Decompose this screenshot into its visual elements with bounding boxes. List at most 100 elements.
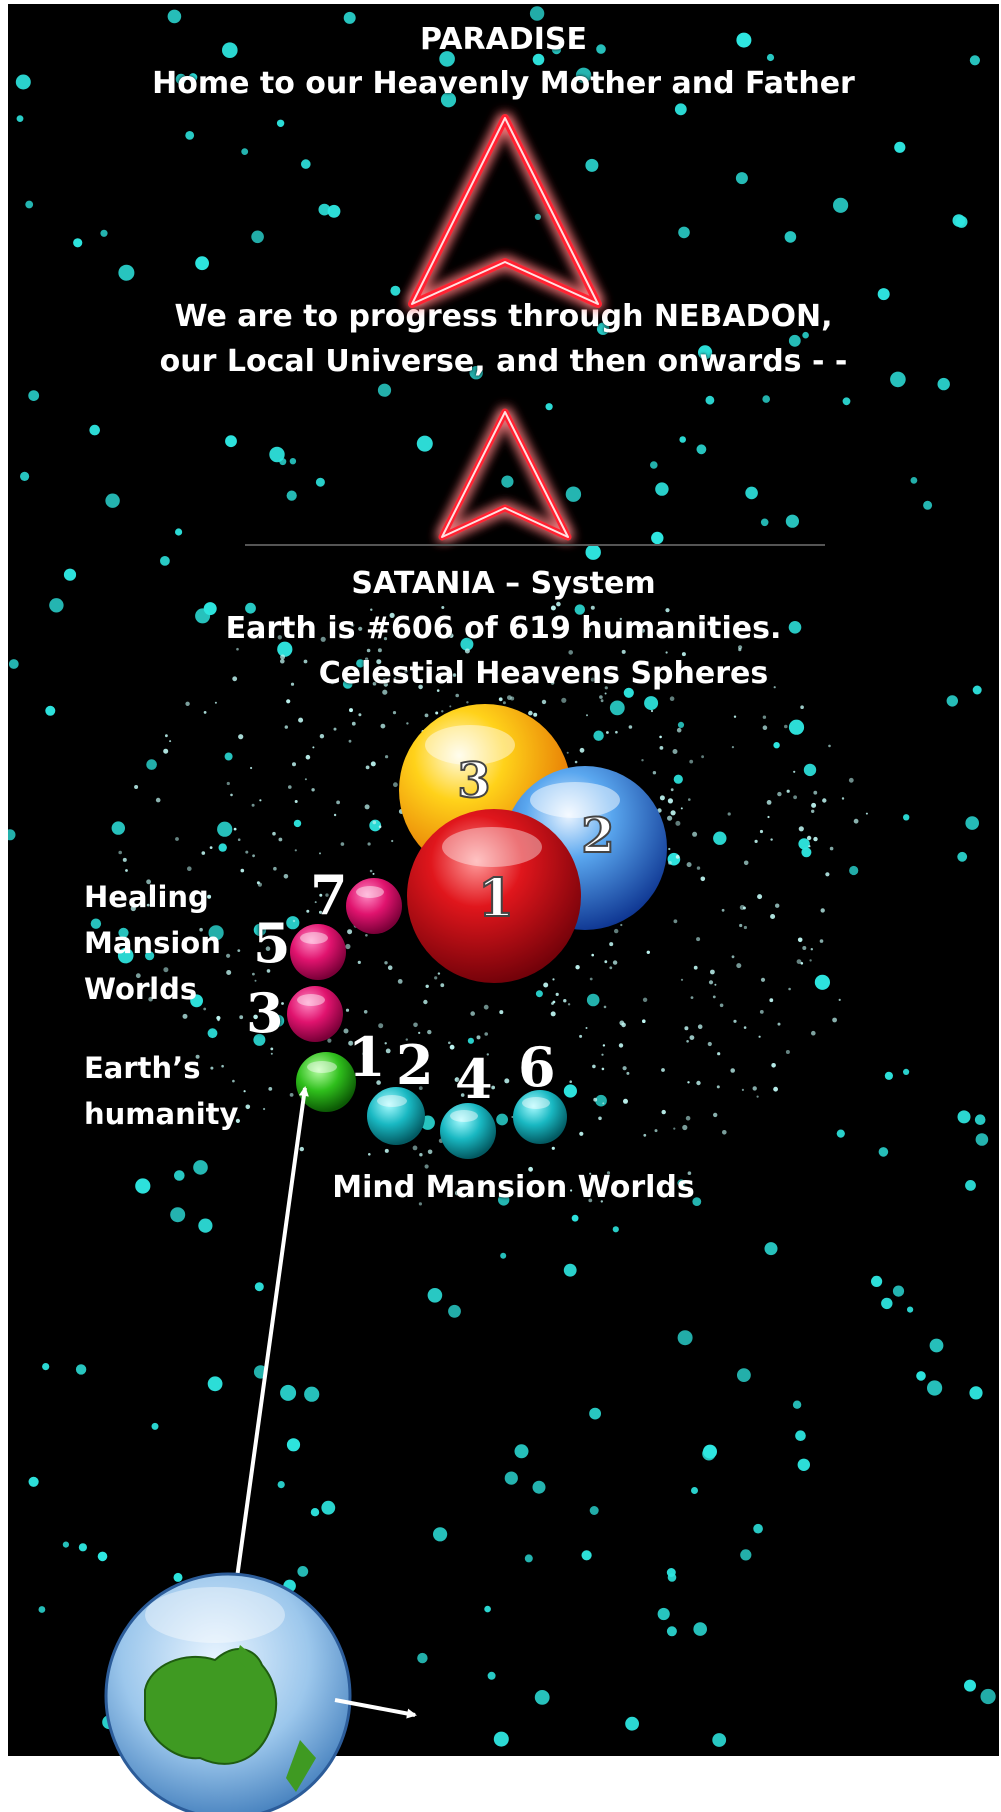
star <box>432 781 437 786</box>
star <box>811 1031 816 1036</box>
star <box>673 749 678 754</box>
star <box>795 1430 806 1441</box>
star <box>671 810 676 815</box>
star <box>649 881 654 886</box>
star <box>894 142 905 153</box>
star <box>622 650 626 654</box>
star <box>808 845 810 847</box>
star <box>393 782 398 787</box>
star <box>586 714 588 716</box>
star <box>785 231 797 243</box>
star <box>674 775 683 784</box>
star <box>406 722 408 724</box>
star <box>623 1066 627 1070</box>
star <box>295 800 298 803</box>
star <box>174 1573 183 1582</box>
star <box>811 948 813 950</box>
star <box>382 891 386 895</box>
star <box>298 718 303 723</box>
star <box>490 775 494 779</box>
star <box>123 858 127 862</box>
star <box>606 731 609 734</box>
star <box>788 988 791 991</box>
star <box>623 1099 628 1104</box>
star <box>736 963 741 968</box>
star <box>426 772 429 775</box>
star <box>507 754 510 757</box>
star <box>428 763 431 766</box>
star <box>775 904 779 908</box>
star <box>903 1069 909 1075</box>
star <box>345 944 350 949</box>
star <box>691 1487 698 1494</box>
star <box>536 777 541 782</box>
star <box>673 1128 675 1130</box>
star <box>406 817 411 822</box>
star <box>423 1000 427 1004</box>
star <box>784 725 788 729</box>
star <box>306 755 311 760</box>
star <box>807 836 811 840</box>
star <box>525 752 528 755</box>
star <box>634 849 638 853</box>
star <box>334 814 336 816</box>
star <box>358 961 361 964</box>
star <box>761 519 769 527</box>
star <box>418 807 422 811</box>
star <box>842 797 844 799</box>
star <box>485 775 488 778</box>
star <box>423 790 428 795</box>
star <box>552 978 554 980</box>
star <box>482 766 487 771</box>
star <box>613 1226 619 1232</box>
star <box>703 1445 717 1459</box>
star <box>601 699 604 702</box>
star <box>832 1018 837 1023</box>
star <box>499 1010 503 1014</box>
star <box>386 1049 391 1054</box>
star <box>568 1003 570 1005</box>
star <box>830 847 834 851</box>
star <box>208 1028 218 1038</box>
star <box>365 909 370 914</box>
star <box>757 1096 759 1098</box>
star <box>801 847 811 857</box>
star <box>976 1133 989 1146</box>
star <box>907 1307 913 1313</box>
star <box>593 1098 597 1102</box>
star <box>388 965 393 970</box>
star <box>589 1408 601 1420</box>
star <box>626 798 630 802</box>
star <box>252 854 255 857</box>
star <box>535 1690 550 1705</box>
paradise-title: PARADISE <box>8 22 999 57</box>
star <box>279 838 283 842</box>
star <box>45 706 55 716</box>
star <box>871 1276 882 1287</box>
star <box>417 1653 427 1663</box>
star <box>657 808 661 812</box>
star <box>676 855 680 859</box>
star <box>300 1147 304 1151</box>
star <box>930 1339 944 1353</box>
star <box>252 804 255 807</box>
star <box>327 1039 331 1043</box>
nebadon-line-1: We are to progress through NEBADON, <box>8 299 999 334</box>
star <box>318 1028 321 1031</box>
star <box>210 846 213 849</box>
star <box>701 877 706 882</box>
star <box>585 159 598 172</box>
star <box>511 1116 513 1118</box>
star <box>626 835 630 839</box>
star <box>9 659 19 669</box>
star <box>259 799 261 801</box>
star <box>227 782 230 785</box>
star <box>39 1606 46 1613</box>
star <box>767 800 772 805</box>
star <box>385 755 388 758</box>
star <box>745 487 758 500</box>
star <box>881 1298 892 1309</box>
star <box>263 1108 265 1110</box>
star <box>417 436 433 452</box>
star <box>738 648 741 651</box>
